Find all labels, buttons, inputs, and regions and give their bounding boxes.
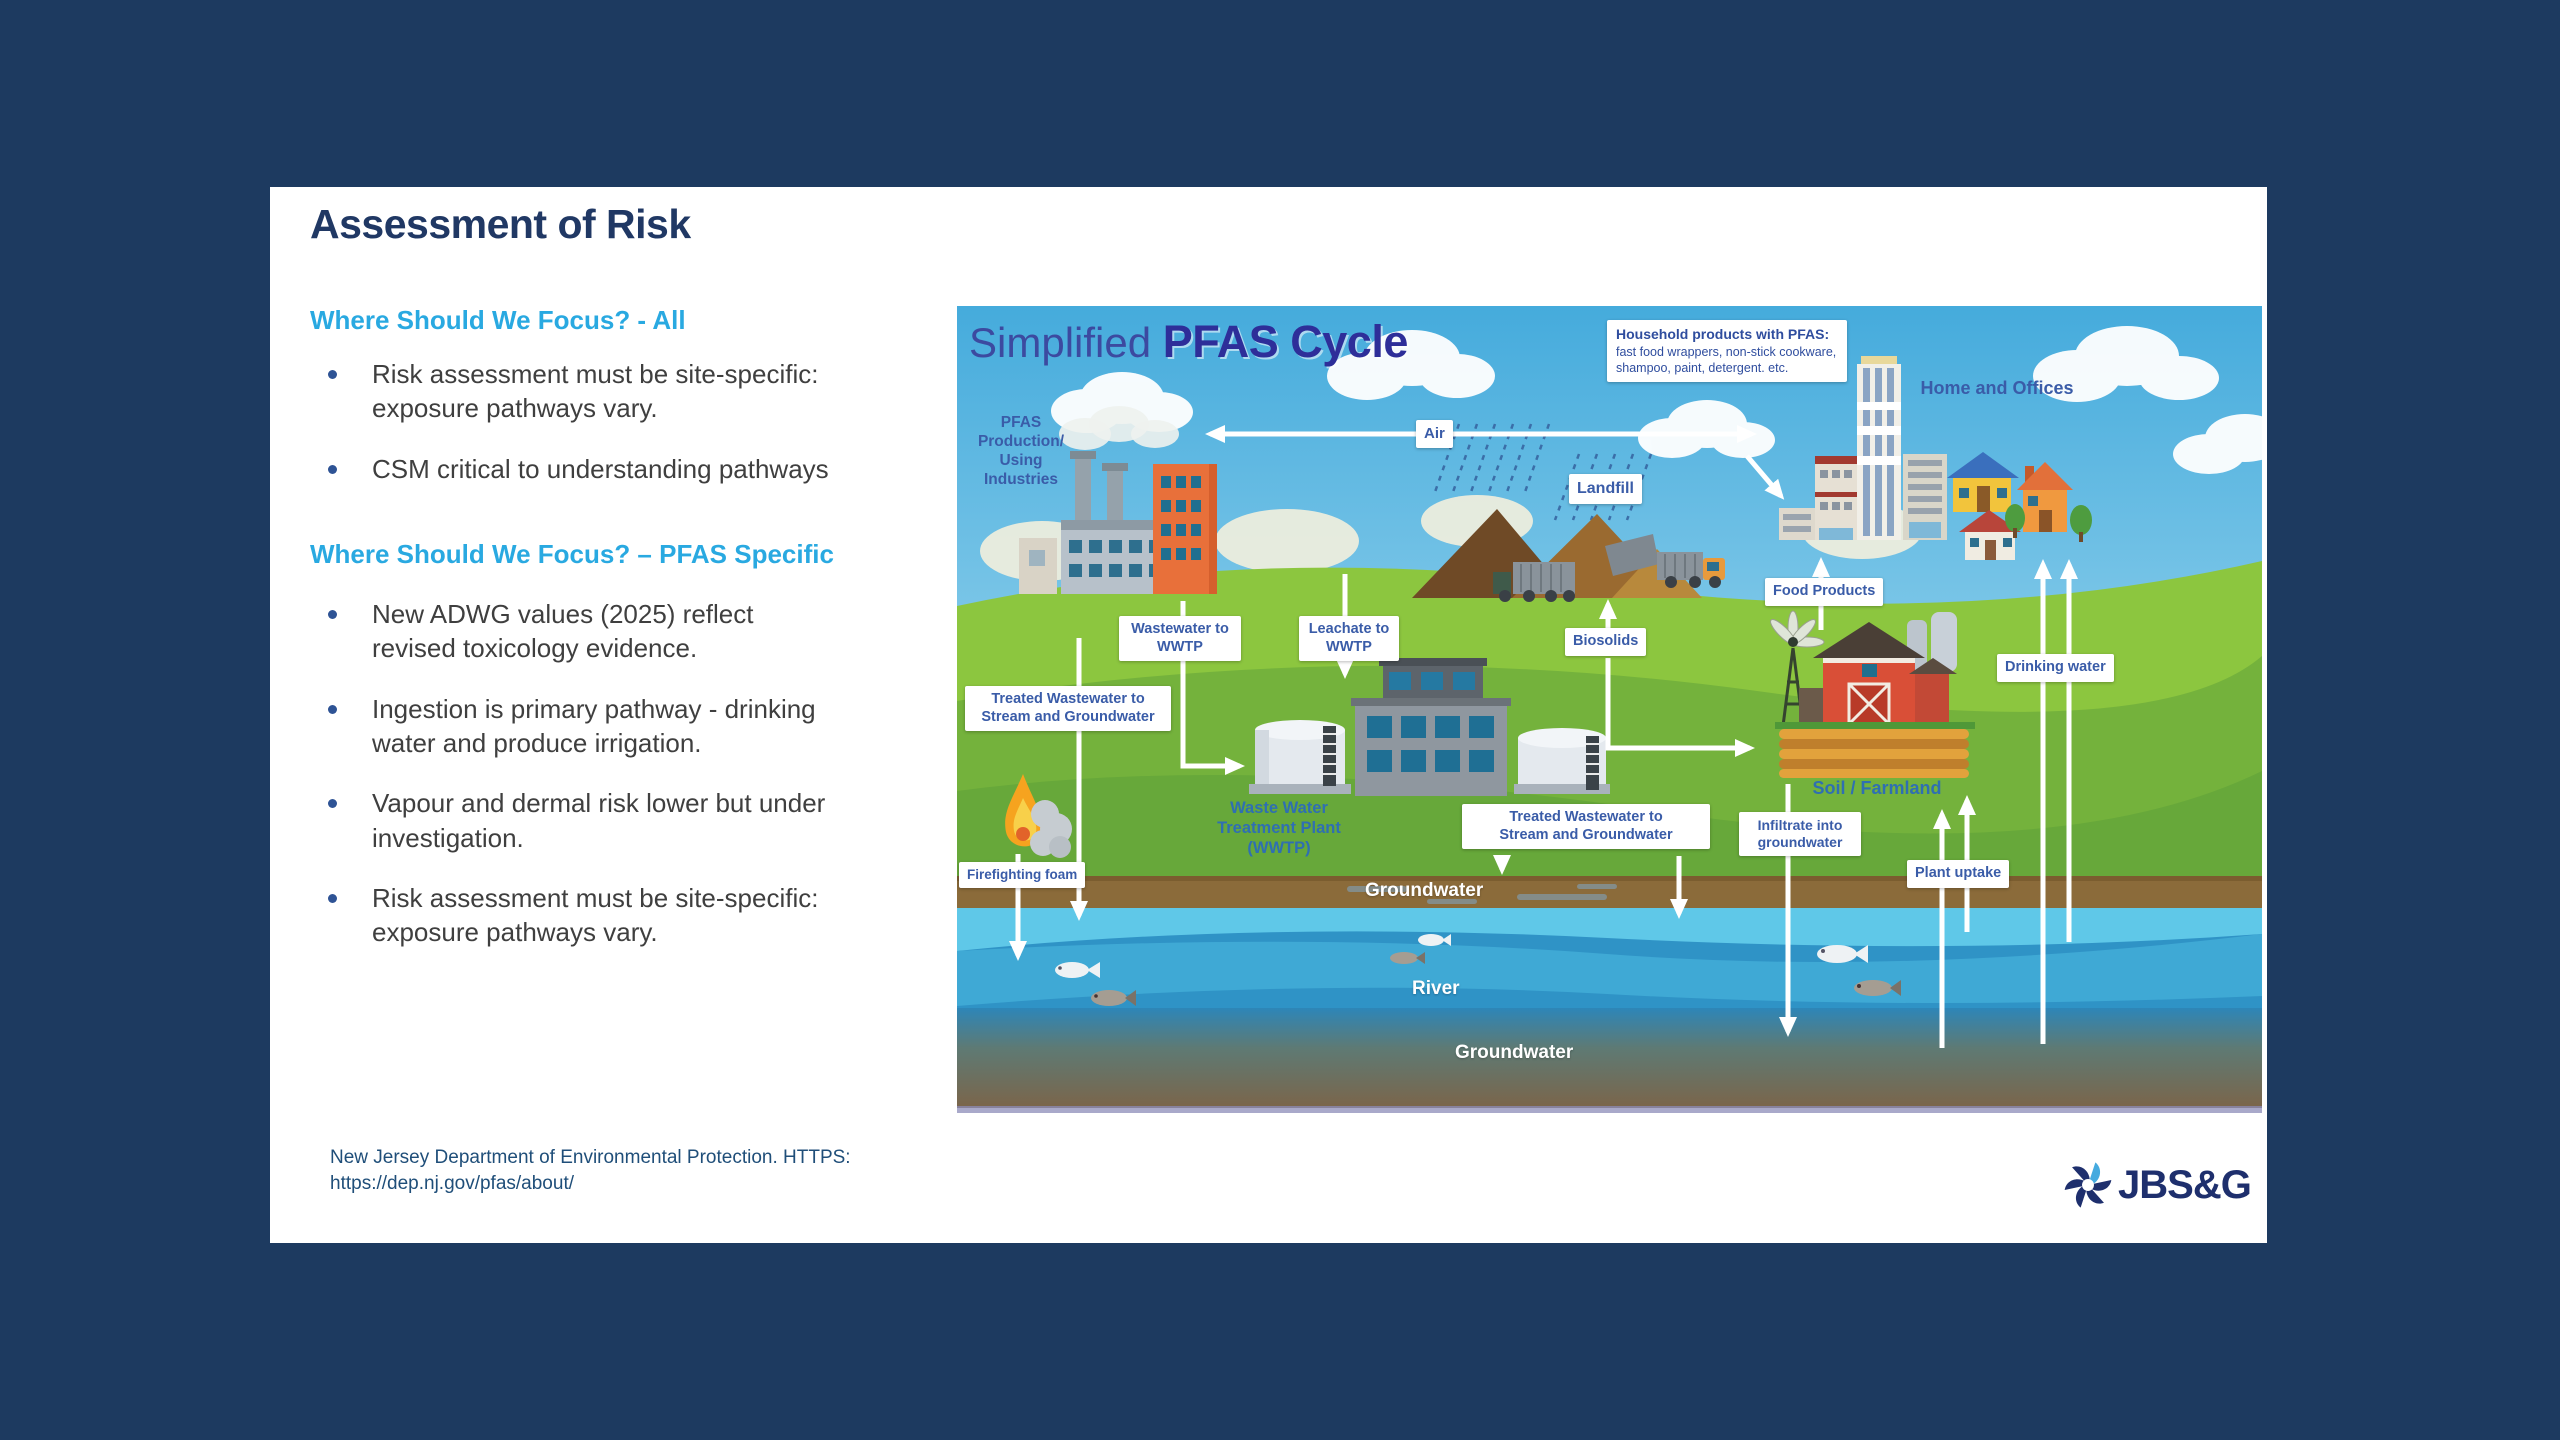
pfas-cycle-diagram: Simplified PFAS Cycle PFAS Production/ U… [957, 306, 2262, 1113]
label-soil-farmland: Soil / Farmland [1812, 778, 1942, 798]
houses-illustration [1947, 452, 2092, 560]
label-groundwater-lower: Groundwater [1455, 1042, 1574, 1063]
label-firefighting-foam: Firefighting foam [959, 862, 1086, 889]
landfill-illustration [1412, 509, 1725, 602]
pfas-cycle-illustration [957, 306, 2262, 1113]
label-household-products: Household products with PFAS: fast food … [1607, 320, 1847, 382]
label-pfas-production: PFAS Production/ Using Industries [977, 414, 1065, 488]
diagram-title-regular: Simplified [969, 319, 1163, 366]
label-food-products: Food Products [1765, 578, 1884, 606]
bullet-item: Vapour and dermal risk lower but under i… [310, 786, 930, 855]
bullet-item: New ADWG values (2025) reflect revised t… [310, 597, 930, 666]
label-household-body: fast food wrappers, non-stick cookware, … [1616, 344, 1837, 375]
label-household-title: Household products with PFAS: [1616, 326, 1830, 342]
bullet-list-all: Risk assessment must be site-specific: e… [310, 357, 930, 512]
bullet-item: Risk assessment must be site-specific: e… [310, 881, 930, 950]
diagram-title-bold: PFAS Cycle [1162, 316, 1409, 367]
label-landfill: Landfill [1569, 474, 1642, 504]
label-biosolids: Biosolids [1565, 628, 1647, 656]
label-leachate-to-wwtp: Leachate to WWTP [1299, 616, 1399, 662]
label-plant-uptake: Plant uptake [1907, 860, 2010, 888]
label-infiltrate-groundwater: Infiltrate into groundwater [1739, 812, 1861, 857]
wwtp-illustration [1249, 658, 1610, 796]
bullet-item: Ingestion is primary pathway - drinking … [310, 692, 930, 761]
diagram-title: Simplified PFAS Cycle [969, 316, 1408, 368]
label-wwtp: Waste Water Treatment Plant (WWTP) [1217, 799, 1341, 858]
label-treated-wastewater-right: Treated Wastewater to Stream and Groundw… [1462, 804, 1710, 850]
page-title: Assessment of Risk [310, 201, 691, 247]
farm-illustration [1770, 610, 1975, 778]
factory-illustration [1019, 406, 1217, 594]
label-drinking-water: Drinking water [1997, 654, 2114, 682]
label-air: Air [1416, 420, 1453, 449]
section-heading-pfas-specific: Where Should We Focus? – PFAS Specific [310, 539, 834, 569]
label-groundwater-upper: Groundwater [1365, 880, 1484, 901]
groundwater-zone [957, 1008, 2262, 1108]
jbsg-pinwheel-icon [2064, 1162, 2112, 1208]
label-treated-wastewater-left: Treated Wastewater to Stream and Groundw… [965, 686, 1171, 732]
bullet-item: Risk assessment must be site-specific: e… [310, 357, 930, 426]
label-home-and-offices: Home and Offices [1920, 378, 2074, 398]
label-wastewater-to-wwtp: Wastewater to WWTP [1119, 616, 1241, 662]
city-illustration [1779, 356, 1947, 540]
firefighting-foam-illustration [1005, 774, 1072, 858]
label-river: River [1412, 978, 1460, 999]
section-heading-all: Where Should We Focus? - All [310, 305, 686, 335]
soil-band [957, 876, 2262, 910]
diagram-bottom-edge [957, 1106, 2262, 1113]
farmland-field [1779, 729, 1969, 778]
source-citation: New Jersey Department of Environmental P… [330, 1147, 851, 1195]
fish [1055, 934, 1901, 1006]
jbsg-logo: JBS&G [2062, 1159, 2252, 1211]
logo-wordmark: JBS&G [2118, 1162, 2252, 1207]
bullet-item: CSM critical to understanding pathways [310, 452, 930, 486]
slide: Assessment of Risk Where Should We Focus… [270, 187, 2267, 1243]
bullet-list-pfas: New ADWG values (2025) reflect revised t… [310, 597, 930, 976]
